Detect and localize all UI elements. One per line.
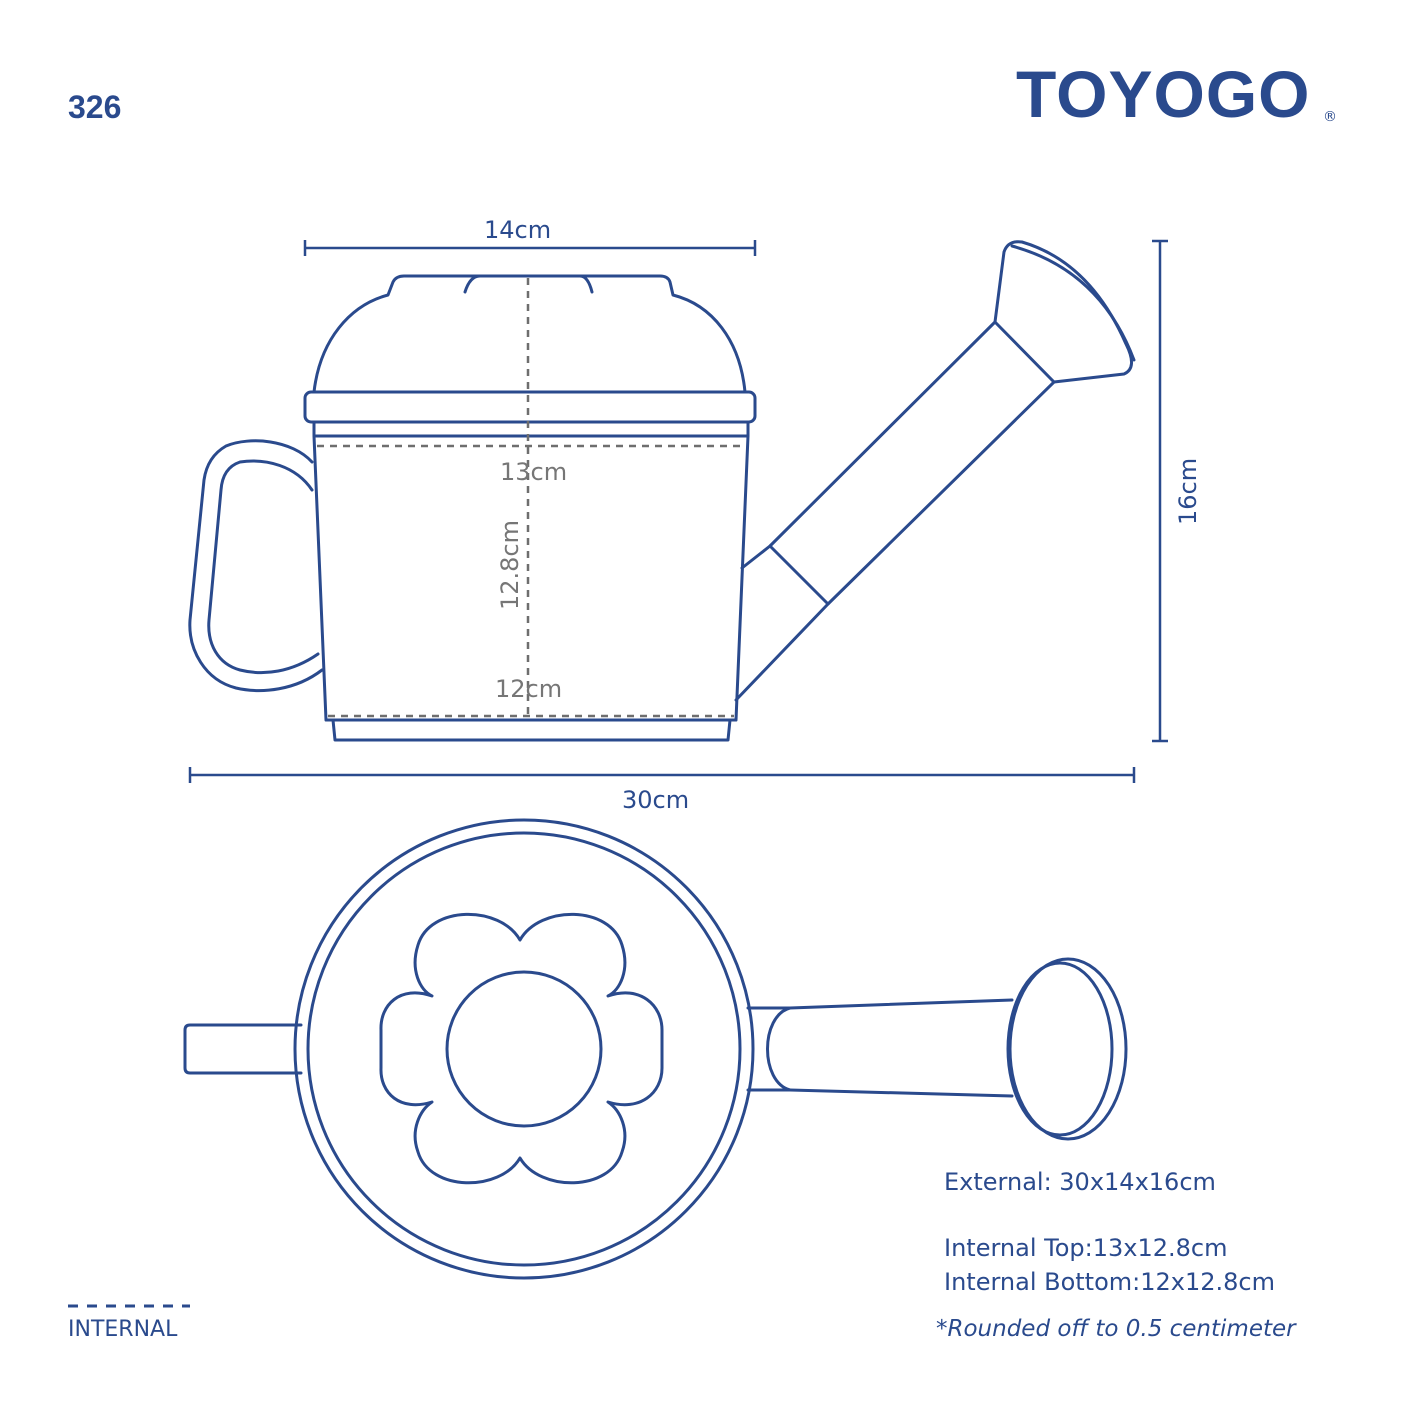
handle-inner (207, 459, 320, 675)
specs-block: External: 30x14x16cm Internal Top:13x12.… (936, 1168, 1297, 1342)
registered-mark: ® (1323, 109, 1337, 125)
overall-height-label: 16cm (1174, 458, 1202, 525)
dimension-top-width: 14cm (303, 216, 757, 256)
spec-internal-top: Internal Top:13x12.8cm (944, 1234, 1227, 1262)
top-spout-base (766, 1006, 792, 1092)
handle-outer (188, 439, 324, 693)
spout-joint (768, 544, 830, 606)
legend: INTERNAL (68, 1304, 190, 1342)
spout-rose-edge (993, 320, 1056, 384)
can-body (312, 420, 750, 722)
brand-name: TOYOGO (1016, 57, 1311, 131)
brand-logo: TOYOGO ® (1016, 57, 1337, 131)
legend-internal-label: INTERNAL (68, 1317, 178, 1342)
overall-length-label: 30cm (622, 786, 689, 814)
spout (734, 240, 1133, 702)
top-handle (183, 1023, 303, 1075)
lid-band (303, 390, 757, 424)
spec-external: External: 30x14x16cm (944, 1168, 1216, 1196)
internal-bottom-width-label: 12cm (495, 675, 562, 703)
flower-center (445, 970, 603, 1128)
dimension-overall-length: 30cm (188, 767, 1136, 814)
internal-depth-label: 12.8cm (496, 520, 524, 610)
spec-internal-bottom: Internal Bottom:12x12.8cm (944, 1268, 1275, 1296)
flower-lid (379, 912, 664, 1185)
top-spout-neck (746, 998, 1014, 1098)
rounding-note: *Rounded off to 0.5 centimeter (936, 1316, 1297, 1342)
top-spout-rose (1008, 957, 1128, 1141)
dimension-overall-height: 16cm (1152, 239, 1202, 743)
top-view (183, 818, 1128, 1280)
top-rim-inner (306, 831, 742, 1267)
top-rim-outer (293, 818, 755, 1280)
top-spout-rose-inner (1006, 961, 1114, 1137)
can-base (331, 718, 732, 742)
side-view: 13cm 12.8cm 12cm (188, 240, 1136, 742)
internal-top-width-label: 13cm (500, 458, 567, 486)
spout-rose-lip (1010, 244, 1136, 362)
model-number: 326 (68, 89, 121, 125)
lid-dome (312, 274, 747, 394)
lid-flower-ridge (463, 274, 594, 294)
top-width-label: 14cm (484, 216, 551, 244)
